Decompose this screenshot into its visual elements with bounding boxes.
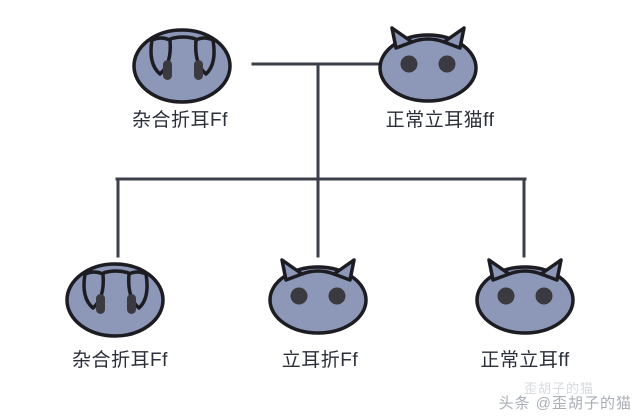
- head-top-line: [301, 269, 335, 276]
- cat-face-child-middle: [268, 258, 368, 335]
- cat-head: [378, 33, 478, 103]
- cat-head: [65, 262, 165, 338]
- cat-eye-right: [535, 287, 553, 305]
- cat-face-parent-right: [378, 26, 478, 103]
- head-top-line: [411, 37, 445, 44]
- cat-face-child-right: [475, 258, 575, 335]
- cat-head: [132, 28, 232, 104]
- cat-eye-right: [194, 60, 203, 80]
- cat-eye-left: [290, 287, 308, 305]
- upright-ear-left-icon: [487, 258, 511, 282]
- cat-face-parent-left: [132, 28, 232, 104]
- cat-eye-right: [127, 294, 136, 314]
- label-parent-right: 正常立耳猫ff: [385, 110, 495, 131]
- upright-ear-left-icon: [390, 26, 414, 50]
- label-child-left: 杂合折耳Ff: [72, 350, 168, 371]
- upright-ear-right-icon: [539, 258, 563, 282]
- cat-eye-right: [438, 55, 456, 73]
- cat-head: [268, 265, 368, 335]
- cat-eye-right: [328, 287, 346, 305]
- label-child-right: 正常立耳ff: [480, 350, 570, 371]
- cat-head: [475, 265, 575, 335]
- head-top-line: [508, 269, 542, 276]
- watermark-text: 头条 @歪胡子的猫: [498, 395, 632, 412]
- head-top-line: [169, 35, 197, 41]
- upright-ear-right-icon: [332, 258, 356, 282]
- label-parent-left: 杂合折耳Ff: [132, 110, 228, 131]
- cat-eye-left: [96, 294, 105, 314]
- upright-ear-right-icon: [442, 26, 466, 50]
- cat-eye-left: [497, 287, 515, 305]
- cat-eye-left: [163, 60, 172, 80]
- cat-face-child-left: [65, 262, 165, 338]
- head-top-line: [102, 269, 130, 275]
- label-child-middle: 立耳折Ff: [281, 350, 359, 371]
- cat-eye-left: [400, 55, 418, 73]
- upright-ear-left-icon: [280, 258, 304, 282]
- watermark-ghost-text: 歪胡子的猫: [523, 381, 594, 396]
- connector-lines: [115, 62, 527, 258]
